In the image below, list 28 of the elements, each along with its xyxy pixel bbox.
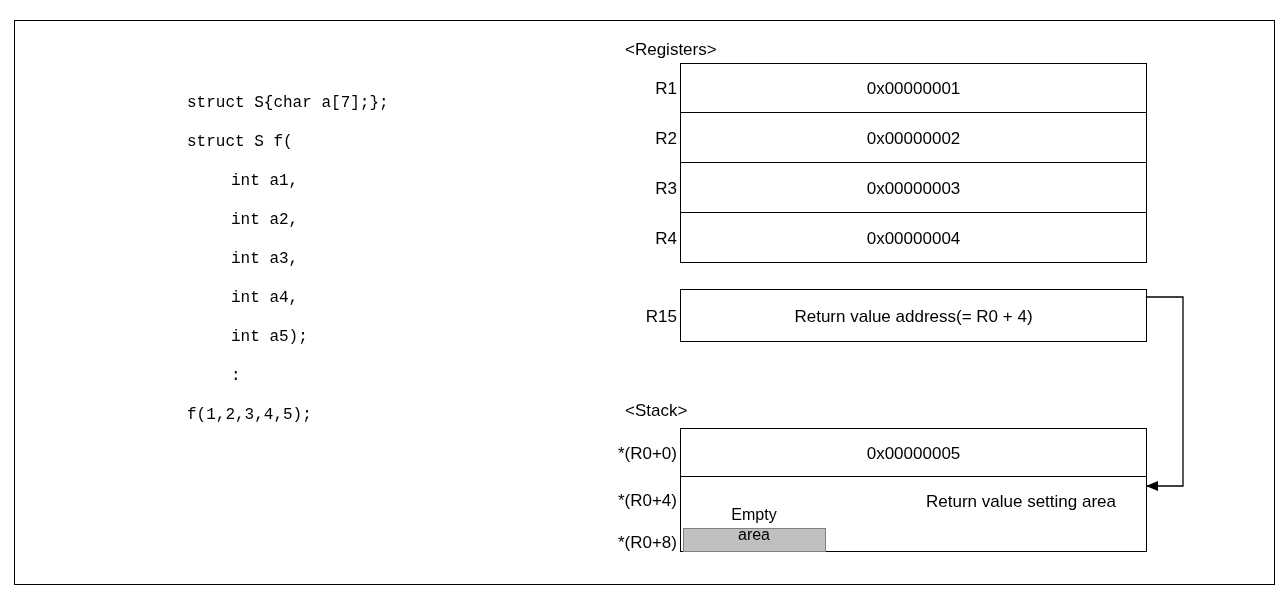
cell-text: 0x00000002	[865, 128, 962, 149]
cell-text: 0x00000005	[865, 443, 962, 464]
register-name: R4	[655, 228, 677, 249]
stack-offset: *(R0+0)	[617, 443, 677, 464]
stack-offset: *(R0+8)	[617, 533, 677, 553]
cell-text: Return value address(= R0 + 4)	[793, 306, 1034, 327]
code-line: :	[231, 367, 241, 385]
cell-text: 0x00000003	[865, 178, 962, 199]
code-line: int a4,	[231, 289, 299, 307]
cell-text: 0x00000001	[865, 79, 962, 99]
code-line: int a5);	[231, 328, 308, 346]
section-heading: <Registers>	[625, 40, 717, 60]
arrow	[1146, 296, 1184, 491]
cell-text: Empty area	[730, 505, 778, 545]
code-line: f(1,2,3,4,5);	[187, 406, 312, 424]
section-heading: <Stack>	[625, 401, 688, 421]
cell-text: 0x00000004	[865, 228, 962, 249]
code-line: int a3,	[231, 250, 299, 268]
code-line: struct S f(	[187, 133, 293, 151]
register-name: R1	[655, 79, 677, 99]
register-name: R2	[655, 128, 677, 149]
cell-text: Return value setting area	[925, 492, 1117, 512]
register-name: R3	[655, 178, 677, 199]
code-line: int a1,	[231, 172, 299, 190]
register-name: R15	[645, 306, 677, 327]
code-line: int a2,	[231, 211, 299, 229]
code-line: struct S{char a[7];};	[187, 94, 389, 112]
stack-offset: *(R0+4)	[617, 491, 677, 511]
